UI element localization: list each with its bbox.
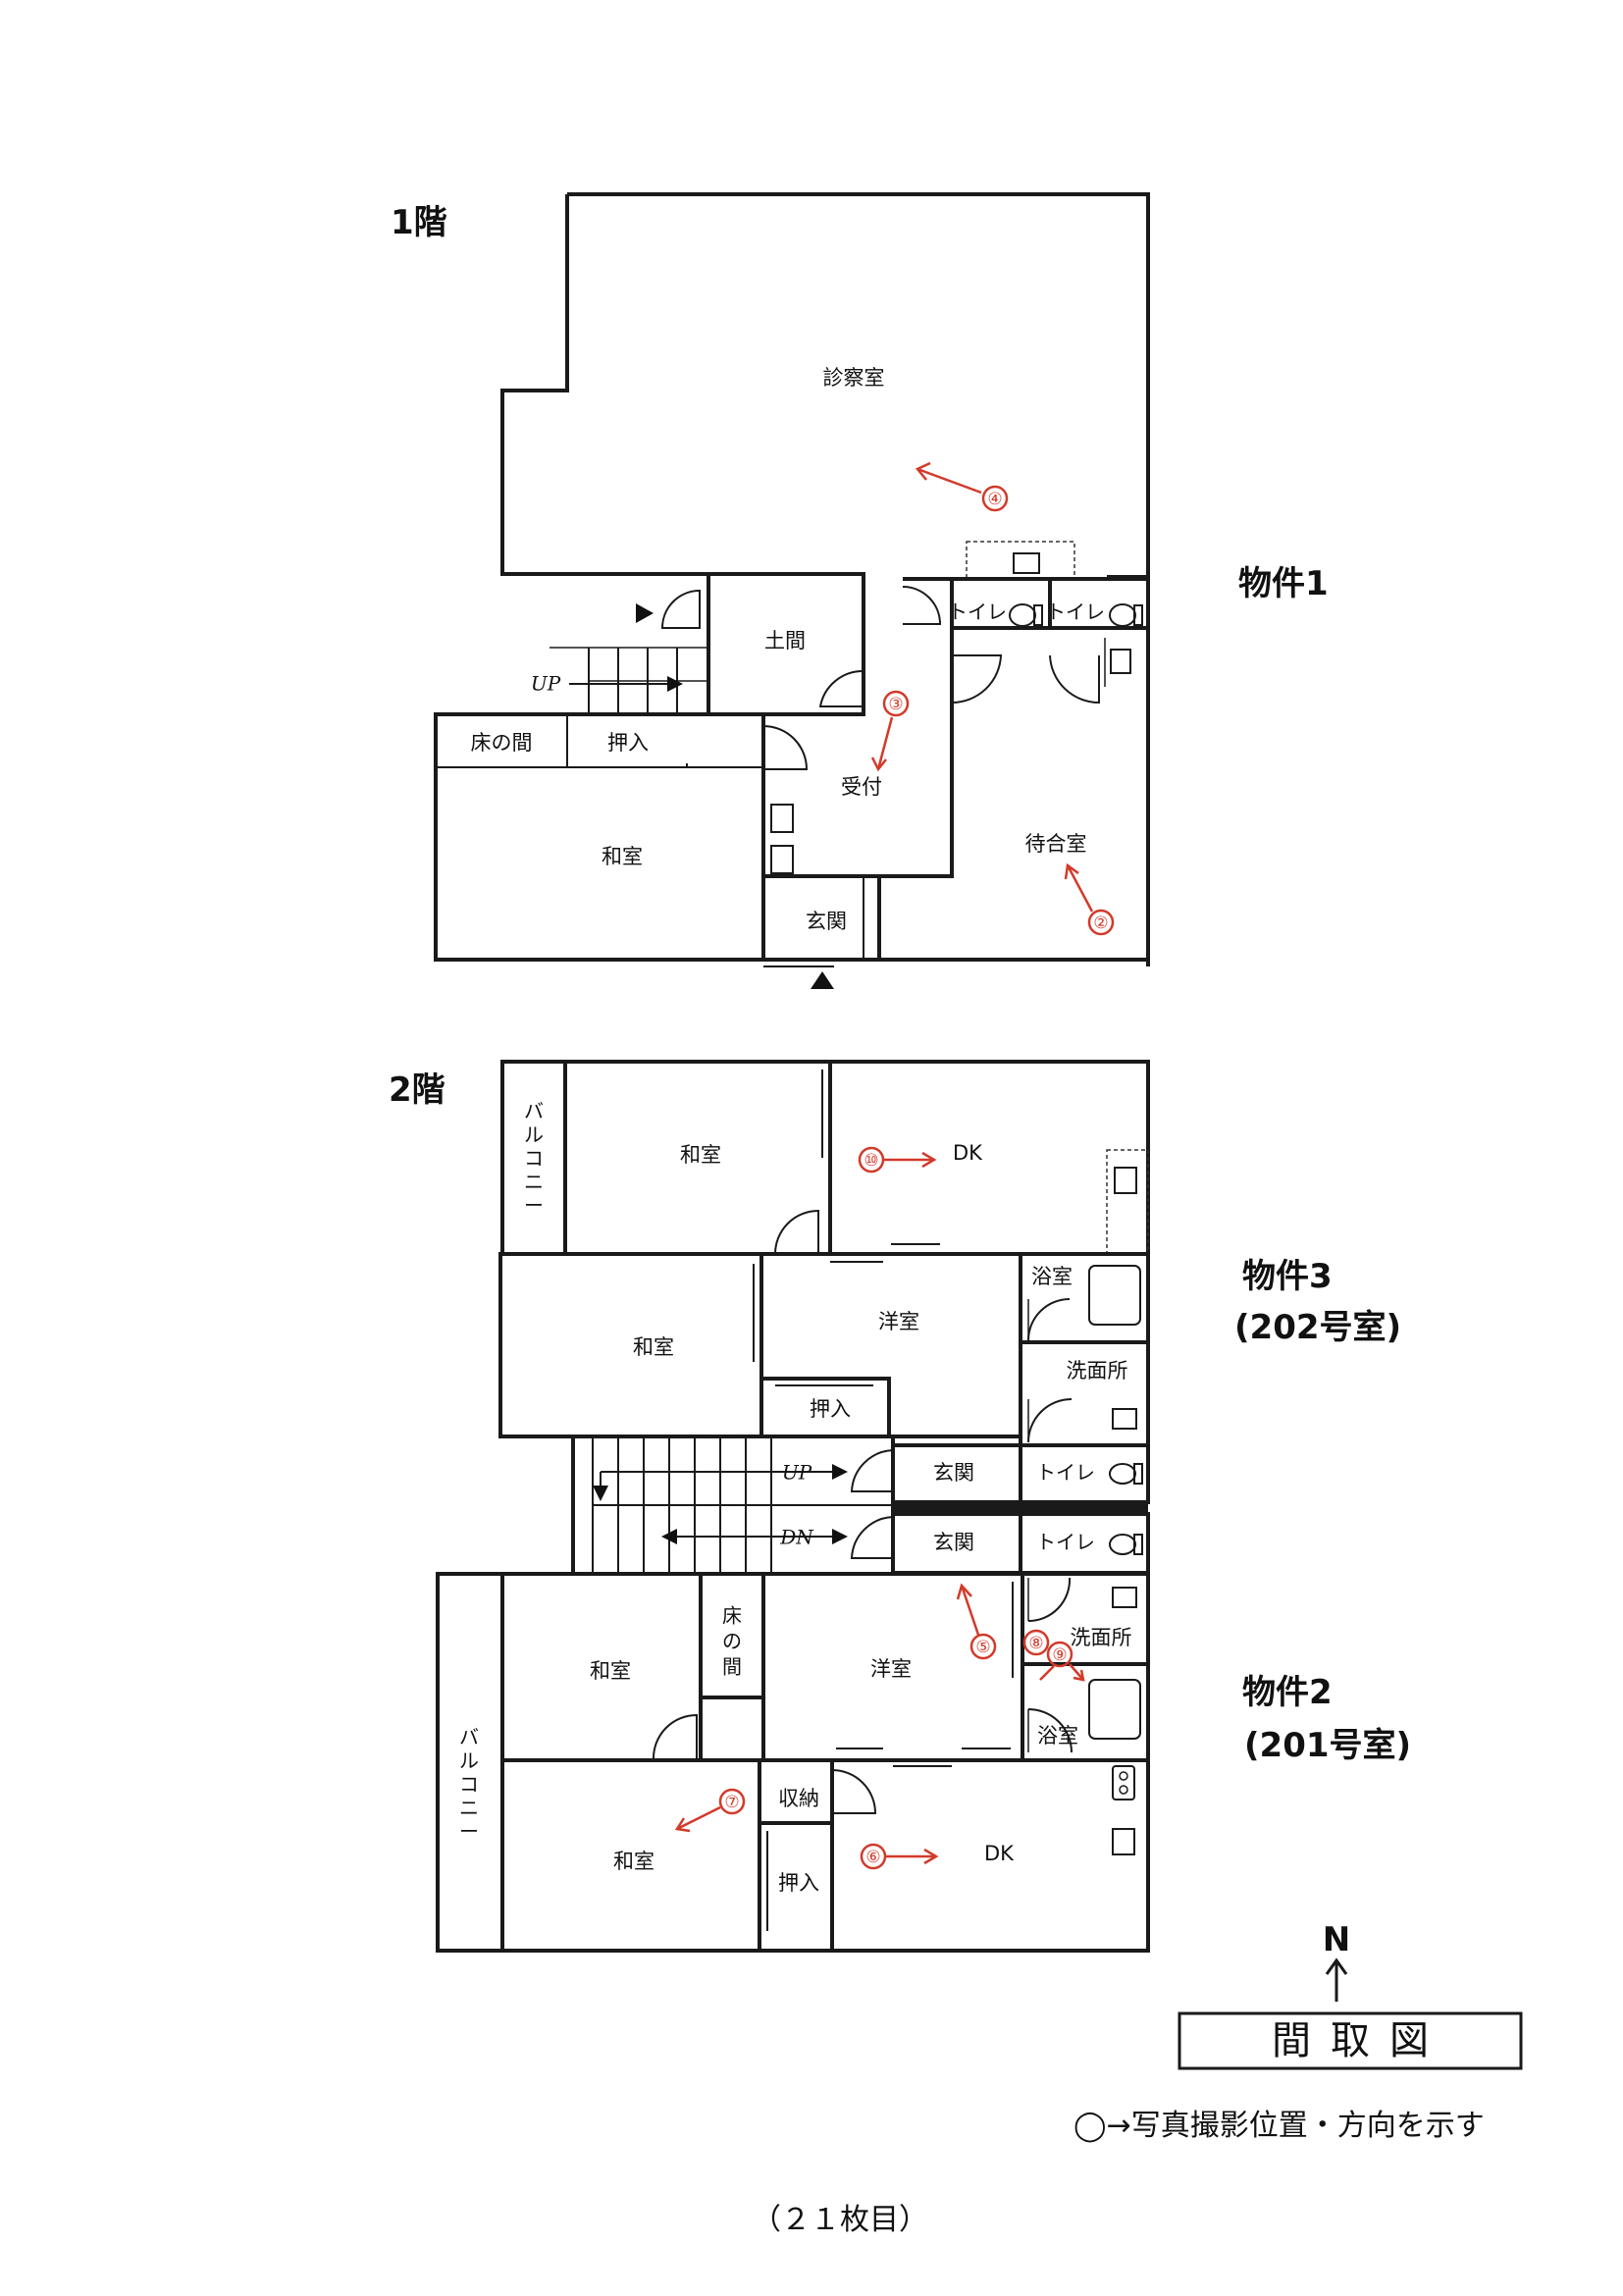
svg-text:⑨: ⑨ <box>1052 1645 1067 1665</box>
room-wash-north: 洗面所 <box>1067 1359 1128 1383</box>
room-oshiire: 押入 <box>607 731 649 755</box>
room-tokonoma: 床の間 <box>471 731 533 755</box>
room-oshiire-north: 押入 <box>810 1397 851 1421</box>
photo-marker-2: ② <box>1064 862 1115 936</box>
room-youshitsu-south: 洋室 <box>870 1657 912 1681</box>
svg-text:⑦: ⑦ <box>724 1793 739 1812</box>
svg-text:バ: バ <box>524 1100 544 1123</box>
property-1-label: 物件1 <box>1238 564 1329 603</box>
room-doma: 土間 <box>764 629 806 652</box>
svg-text:⑤: ⑤ <box>975 1638 990 1657</box>
room-oshiire-south: 押入 <box>778 1871 819 1895</box>
room-washitsu-1f: 和室 <box>602 845 643 868</box>
svg-text:⑥: ⑥ <box>865 1848 880 1867</box>
room-balcony-south: バ ル コ ニ ー <box>459 1726 479 1844</box>
room-dk-north: DK <box>953 1141 983 1165</box>
room-dk-south: DK <box>984 1842 1015 1865</box>
room-washitsu-2f-nw: 和室 <box>680 1143 721 1167</box>
svg-text:の: の <box>722 1630 742 1653</box>
svg-text:ニ: ニ <box>459 1797 479 1820</box>
plan-title-box <box>1178 2011 1523 2070</box>
svg-text:バ: バ <box>459 1726 479 1749</box>
photo-marker-3: ③ <box>870 690 910 772</box>
plan-2f <box>436 1060 1150 1953</box>
plan-1f <box>434 192 1150 989</box>
room-balcony-north: バ ル コ ニ ー <box>524 1100 544 1218</box>
room-genkan-1f: 玄関 <box>806 910 847 933</box>
svg-text:ー: ー <box>524 1194 544 1218</box>
plan-title: 間取図 <box>1272 2018 1448 2063</box>
room-storage: 収納 <box>778 1787 819 1810</box>
svg-text:ー: ー <box>459 1820 479 1844</box>
room-toilet-south: トイレ <box>1036 1531 1095 1554</box>
property-3-room: (202号室) <box>1234 1308 1401 1347</box>
svg-text:③: ③ <box>888 695 903 714</box>
room-genkan-south: 玄関 <box>933 1531 974 1554</box>
property-2-room: (201号室) <box>1244 1726 1411 1765</box>
photo-marker-5: ⑤ <box>956 1583 997 1660</box>
page-number: （２１枚目） <box>752 2203 928 2237</box>
photo-marker-6: ⑥ <box>860 1843 939 1870</box>
north-compass: N <box>1323 1920 1350 2002</box>
photo-marker-10: ⑩ <box>858 1146 937 1174</box>
svg-text:②: ② <box>1093 913 1108 933</box>
stairs-up-1f: UP <box>531 672 561 696</box>
floor-label-1f: 1階 <box>391 203 447 242</box>
room-reception: 受付 <box>841 775 882 799</box>
svg-text:床: 床 <box>722 1604 742 1628</box>
room-toilet-north: トイレ <box>1036 1461 1095 1485</box>
stairs-down-2f: DN <box>779 1526 814 1549</box>
svg-text:ル: ル <box>524 1123 544 1147</box>
room-toilet-b: トイレ <box>1046 600 1105 624</box>
photo-marker-8: ⑧ <box>1022 1629 1050 1656</box>
room-washitsu-2f-s: 和室 <box>613 1850 654 1873</box>
photo-marker-7: ⑦ <box>674 1788 746 1833</box>
property-2-label: 物件2 <box>1242 1673 1333 1712</box>
svg-text:ニ: ニ <box>524 1171 544 1194</box>
svg-text:ル: ル <box>459 1749 479 1773</box>
legend-text: ◯→写真撮影位置・方向を示す <box>1073 2109 1485 2143</box>
room-tokonoma-south: 床 の 間 <box>722 1604 742 1679</box>
svg-text:⑩: ⑩ <box>864 1151 878 1171</box>
room-genkan-north: 玄関 <box>933 1461 974 1485</box>
property-3-label: 物件3 <box>1242 1257 1333 1296</box>
room-waiting: 待合室 <box>1025 832 1087 856</box>
room-bath-north: 浴室 <box>1031 1265 1073 1288</box>
north-letter: N <box>1323 1920 1350 1959</box>
photo-marker-4: ④ <box>916 461 1009 512</box>
svg-text:④: ④ <box>987 490 1002 509</box>
floor-label-2f: 2階 <box>389 1070 445 1110</box>
room-wash-south: 洗面所 <box>1071 1626 1132 1649</box>
stairs-up-2f: UP <box>782 1461 812 1485</box>
svg-text:間: 間 <box>722 1655 742 1679</box>
room-youshitsu-north: 洋室 <box>878 1310 919 1333</box>
room-exam: 診察室 <box>823 366 885 390</box>
svg-text:コ: コ <box>459 1773 479 1797</box>
svg-text:⑧: ⑧ <box>1028 1634 1043 1653</box>
room-toilet-a: トイレ <box>948 600 1007 624</box>
room-washitsu-2f-w: 和室 <box>633 1335 674 1359</box>
svg-text:コ: コ <box>524 1147 544 1171</box>
room-bath-south: 浴室 <box>1037 1724 1078 1748</box>
room-washitsu-2f-sw: 和室 <box>590 1659 631 1683</box>
photo-marker-9: ⑨ <box>1039 1641 1085 1682</box>
